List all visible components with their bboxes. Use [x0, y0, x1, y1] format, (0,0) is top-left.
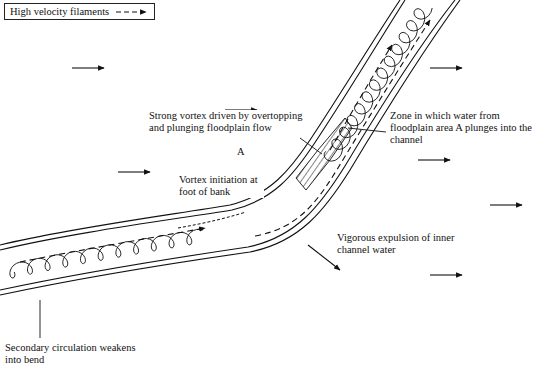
- floodplain-flow: [418, 159, 450, 160]
- leader-line: [348, 128, 386, 132]
- callout-note: Vigorous expulsion of inner channel wate…: [336, 232, 458, 256]
- leader-line: [40, 300, 41, 338]
- callout-note: Zone in which water from floodplain area…: [389, 110, 541, 146]
- floodplain-flow: [118, 171, 150, 172]
- legend-text: High velocity filaments: [10, 6, 109, 17]
- floodplain-flow: [430, 67, 462, 68]
- floodplain-flow: [430, 274, 462, 275]
- callout-note: Strong vortex driven by overtopping and …: [148, 110, 310, 134]
- area-label: A: [236, 146, 246, 158]
- callout-note: Secondary circulation weakens into bend: [4, 342, 146, 366]
- vortex-initiation: [178, 212, 246, 228]
- legend-entry: High velocity filaments: [4, 3, 155, 20]
- callout-note: Vortex initiation at foot of bank: [178, 174, 264, 198]
- floodplain-flow: [72, 67, 104, 68]
- channel-bank: [0, 0, 405, 250]
- channel-bank: [0, 0, 400, 245]
- legend-sample: [115, 7, 149, 17]
- secondary-circulation: [10, 229, 203, 278]
- velocity-filament: [330, 45, 392, 150]
- leader-line: [300, 138, 322, 154]
- floodplain-flow: [490, 204, 522, 205]
- channel-bank: [0, 0, 460, 295]
